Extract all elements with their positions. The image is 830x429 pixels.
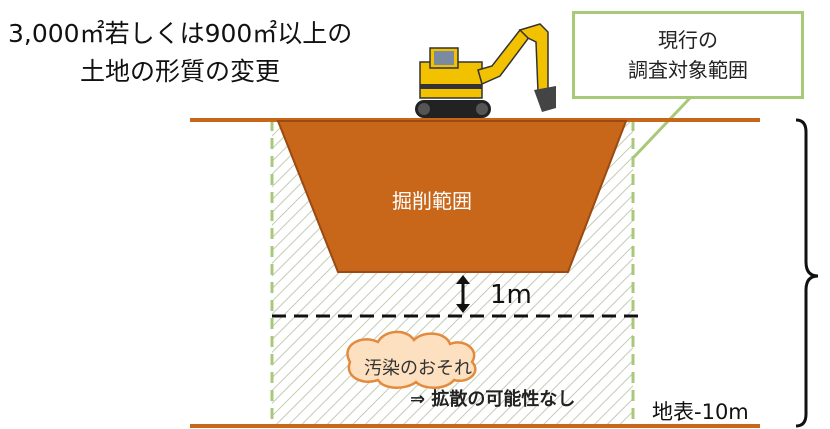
excavation-label: 掘削範囲 <box>392 189 472 213</box>
contamination-label: 汚染のおそれ <box>364 358 472 379</box>
scope-label-line-2: 調査対象範囲 <box>628 58 748 82</box>
title-line-2: 土地の形質の変更 <box>80 57 281 86</box>
scope-leader-line <box>631 96 692 160</box>
double-arrow-icon <box>456 275 470 313</box>
brace-icon <box>795 118 819 428</box>
distance-label: 1m <box>490 280 532 310</box>
title-line-1: 3,000㎡若しくは900㎡以上の <box>8 19 353 48</box>
depth-label: 地表-10m <box>652 400 749 424</box>
scope-label-line-1: 現行の <box>658 28 718 52</box>
contamination-cloud <box>346 330 477 389</box>
diffusion-note: ⇒ 拡散の可能性なし <box>410 389 576 410</box>
excavation-area <box>276 120 628 273</box>
excavator-icon <box>415 23 556 118</box>
survey-scope-callout: 現行の 調査対象範囲 <box>572 11 804 99</box>
